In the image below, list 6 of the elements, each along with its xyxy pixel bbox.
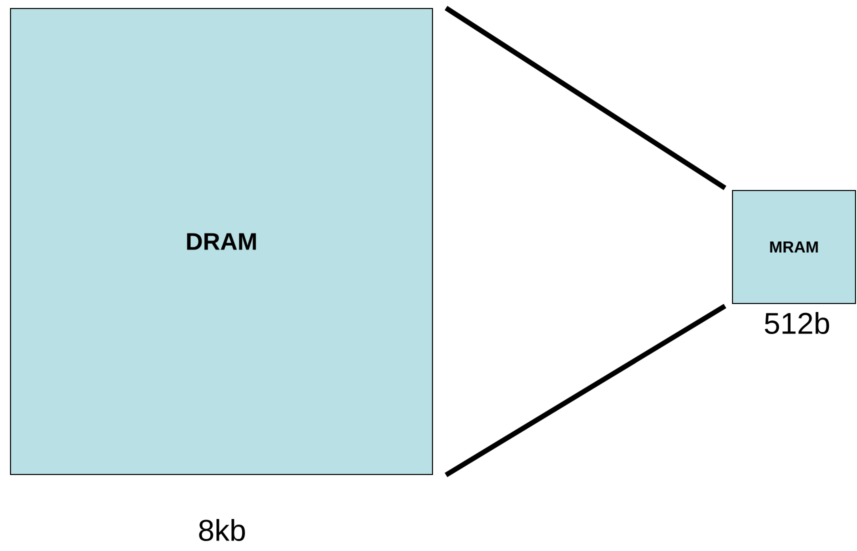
size-label: 8kb: [199, 518, 245, 541]
memory-box: MRAM: [732, 190, 856, 304]
connector-line: [444, 6, 726, 190]
size-label: 512b: [764, 312, 830, 334]
memory-box: DRAM: [10, 8, 433, 475]
connector-line: [444, 304, 726, 478]
